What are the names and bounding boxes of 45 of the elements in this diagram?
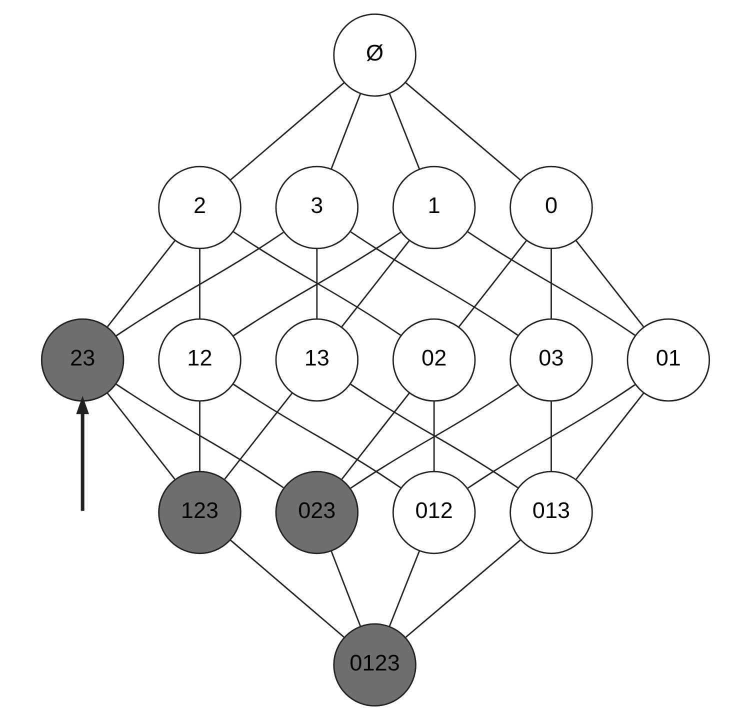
node-circle: 13 (274, 318, 358, 402)
connector (340, 240, 410, 328)
connector (106, 240, 176, 328)
connector (115, 232, 284, 336)
connector (224, 392, 292, 480)
node-circle: 02 (392, 318, 476, 402)
connector (340, 392, 410, 480)
connector (466, 384, 635, 489)
connector (575, 392, 644, 480)
connector (198, 248, 200, 319)
connector (388, 550, 420, 627)
arrow (76, 396, 89, 511)
connector (388, 93, 420, 170)
node-circle: 013 (509, 470, 592, 554)
node-circle: 23 (40, 318, 124, 402)
node-circle: 123 (158, 470, 241, 554)
node-circle: 1 (392, 166, 476, 250)
node-circle: 0123 (332, 623, 416, 707)
connector (229, 539, 344, 638)
connector (574, 240, 644, 328)
connector (230, 82, 344, 180)
node-circle: 3 (274, 166, 358, 250)
connector (350, 231, 518, 336)
node-circle: 2 (158, 166, 241, 250)
node-circle: 012 (392, 470, 476, 554)
connector (198, 401, 200, 472)
connector (466, 231, 635, 336)
connector (106, 392, 175, 480)
connector (316, 248, 318, 319)
connector (232, 384, 401, 488)
connector (458, 240, 527, 328)
connector (330, 550, 361, 627)
connector (404, 82, 520, 180)
node-circle: 03 (509, 318, 592, 402)
connector (330, 93, 361, 170)
node-circle: 12 (158, 318, 241, 402)
connector (432, 401, 434, 472)
connector (550, 401, 552, 472)
node-circle: 0 (509, 166, 592, 250)
connector (550, 248, 552, 319)
node-circle: 023 (274, 470, 358, 554)
node-circle: 01 (626, 318, 710, 402)
node-circle: Ø (332, 13, 416, 97)
connector (115, 384, 284, 488)
connector (404, 539, 520, 638)
